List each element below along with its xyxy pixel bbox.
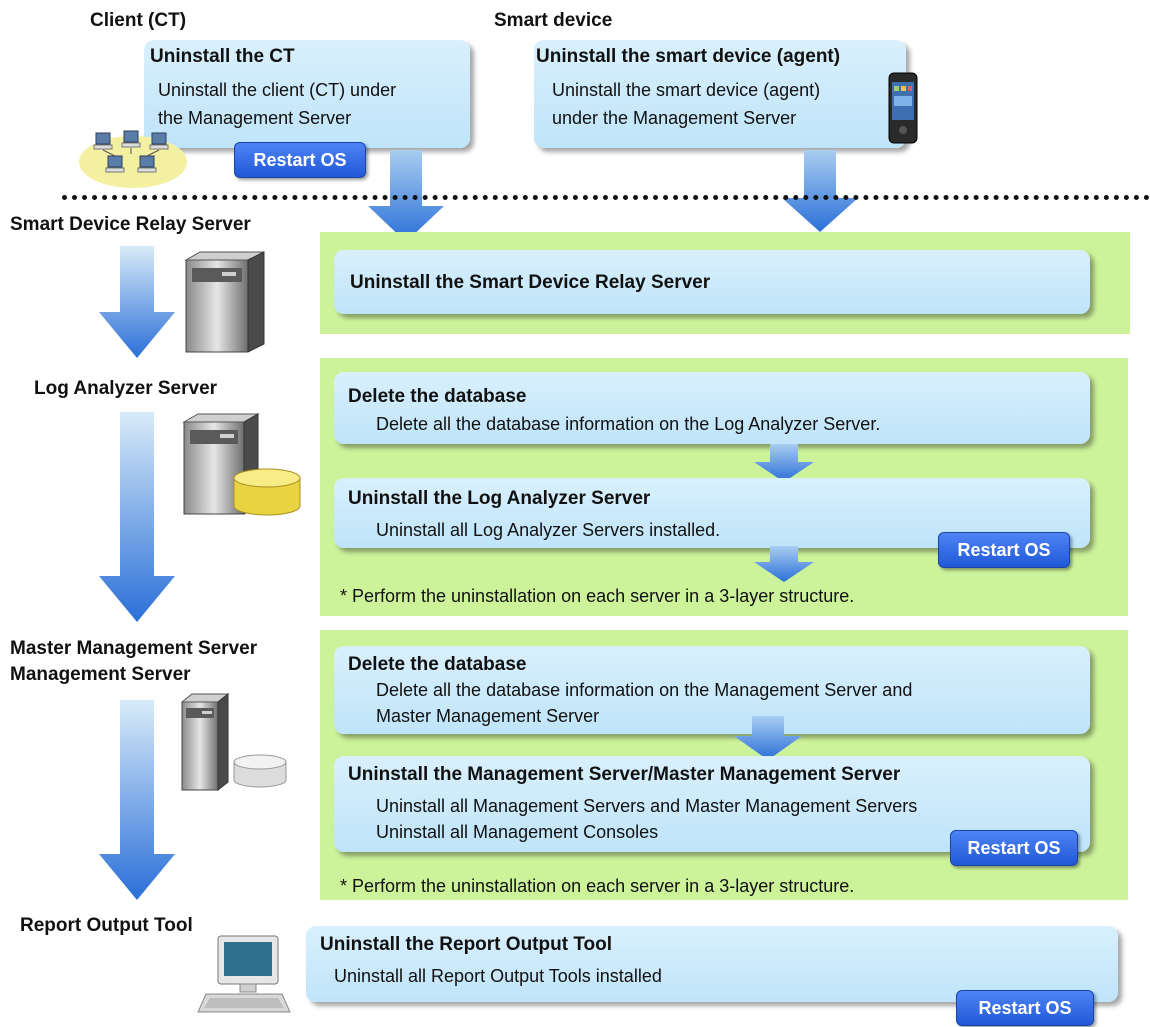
client-network-icon: [79, 130, 187, 188]
uninstall-management-server-line-2: Uninstall all Management Consoles: [376, 822, 659, 842]
smartphone-icon: [888, 72, 918, 144]
uninstall-report-output-title: Uninstall the Report Output Tool: [320, 934, 613, 955]
restart-os-badge-mgmt: Restart OS: [950, 830, 1078, 866]
log-delete-database-title: Delete the database: [348, 386, 527, 407]
uninstall-smart-device-line-2: under the Management Server: [552, 108, 797, 128]
uninstall-report-output-box: Uninstall the Report Output Tool Uninsta…: [306, 926, 1118, 1002]
mgmt-delete-database-line-1: Delete all the database information on t…: [376, 680, 913, 700]
uninstall-ct-line-1: Uninstall the client (CT) under: [158, 80, 397, 100]
down-arrow-icon: [782, 150, 858, 232]
uninstall-relay-server-box: Uninstall the Smart Device Relay Server: [334, 250, 1090, 314]
mgmt-delete-database-title: Delete the database: [348, 654, 527, 675]
uninstall-ct-title: Uninstall the CT: [150, 46, 295, 67]
restart-os-badge-log: Restart OS: [938, 532, 1070, 568]
down-arrow-icon: [734, 716, 802, 760]
uninstall-ct-line-2: the Management Server: [158, 108, 352, 128]
uninstall-relay-server-title: Uninstall the Smart Device Relay Server: [350, 272, 711, 293]
uninstall-report-output-line: Uninstall all Report Output Tools instal…: [334, 966, 662, 986]
relay-server-label: Smart Device Relay Server: [10, 214, 251, 235]
server-tower-icon: [180, 692, 230, 792]
database-cylinder-icon: [233, 468, 301, 516]
log-delete-database-line: Delete all the database information on t…: [376, 414, 881, 434]
server-tower-icon: [184, 251, 265, 353]
uninstall-management-server-title: Uninstall the Management Server/Master M…: [348, 764, 901, 785]
desktop-pc-icon: [197, 935, 291, 1013]
log-layer-note: * Perform the uninstallation on each ser…: [340, 586, 855, 606]
client-column-label: Client (CT): [90, 10, 187, 31]
database-disk-icon: [233, 754, 287, 788]
uninstall-smart-device-line-1: Uninstall the smart device (agent): [552, 80, 821, 100]
mgmt-layer-note: * Perform the uninstallation on each ser…: [340, 876, 855, 896]
down-arrow-icon: [99, 246, 175, 358]
log-delete-database-box: Delete the database Delete all the datab…: [334, 372, 1090, 444]
uninstall-ct-box: Uninstall the CT Uninstall the client (C…: [144, 40, 470, 148]
down-arrow-icon: [754, 444, 814, 482]
mgmt-delete-database-line-2: Master Management Server: [376, 706, 600, 726]
uninstall-smart-device-title: Uninstall the smart device (agent): [536, 46, 841, 67]
down-arrow-icon: [99, 412, 175, 622]
down-arrow-icon: [99, 700, 175, 900]
down-arrow-icon: [754, 546, 814, 582]
uninstall-log-analyzer-title: Uninstall the Log Analyzer Server: [348, 488, 651, 509]
separator-dotted-line: [62, 195, 1150, 200]
report-output-label: Report Output Tool: [20, 915, 193, 936]
uninstall-management-server-line-1: Uninstall all Management Servers and Mas…: [376, 796, 918, 816]
uninstall-log-analyzer-line: Uninstall all Log Analyzer Servers insta…: [376, 520, 721, 540]
management-server-label: Management Server: [10, 664, 191, 685]
master-management-label: Master Management Server: [10, 638, 258, 659]
restart-os-badge-report: Restart OS: [956, 990, 1094, 1026]
restart-os-badge-ct: Restart OS: [234, 142, 366, 178]
mgmt-delete-database-box: Delete the database Delete all the datab…: [334, 646, 1090, 734]
smart-device-column-label: Smart device: [494, 10, 613, 31]
log-analyzer-label: Log Analyzer Server: [34, 378, 218, 399]
uninstall-smart-device-box: Uninstall the smart device (agent) Unins…: [534, 40, 906, 148]
